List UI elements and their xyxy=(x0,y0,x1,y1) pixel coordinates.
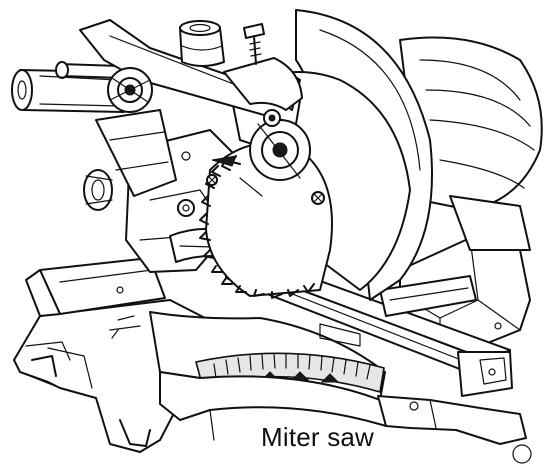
motor-housing xyxy=(399,36,543,251)
thumb-screw-icon xyxy=(243,23,265,65)
blade-arbor xyxy=(181,57,325,205)
slide-rods xyxy=(11,61,125,113)
bevel-lock-knob xyxy=(83,169,113,211)
dust-port xyxy=(179,20,225,67)
right-fence xyxy=(379,275,477,317)
figure-caption: Miter saw xyxy=(261,422,375,452)
